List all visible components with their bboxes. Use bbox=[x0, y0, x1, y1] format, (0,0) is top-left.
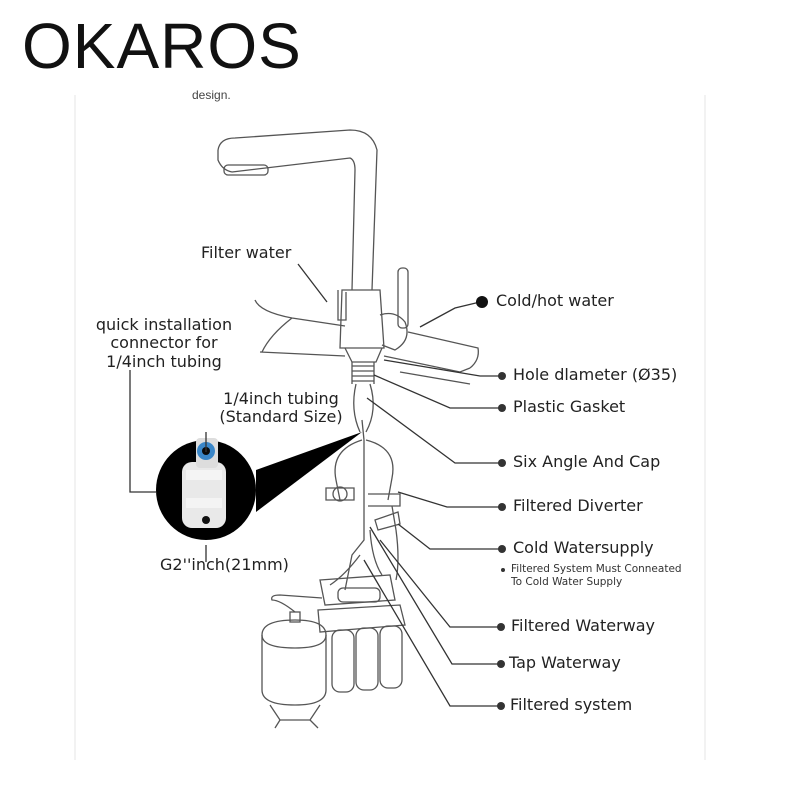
filtered-diverter-label: Filtered Diverter bbox=[513, 496, 643, 515]
bullet-dot bbox=[497, 660, 505, 668]
bullet-dot bbox=[498, 503, 506, 511]
bullet-dot bbox=[497, 623, 505, 631]
cold-supply-note: Filtered System Must Conneated To Cold W… bbox=[511, 563, 682, 588]
tap-waterway-label: Tap Waterway bbox=[509, 653, 621, 672]
connector-photo bbox=[156, 432, 362, 540]
bullet-dot bbox=[498, 404, 506, 412]
brand-tagline: design. bbox=[192, 88, 231, 102]
quick-connector-label: quick installation connector for 1/4inch… bbox=[95, 315, 233, 371]
bullet-dot bbox=[498, 372, 506, 380]
hole-diameter-label: Hole dlameter (Ø35) bbox=[513, 365, 678, 384]
note-bullet-dot bbox=[501, 568, 505, 572]
brand-logo: OKAROS bbox=[22, 10, 302, 82]
plastic-gasket-label: Plastic Gasket bbox=[513, 397, 626, 416]
six-angle-label: Six Angle And Cap bbox=[513, 452, 661, 471]
filtered-system-label: Filtered system bbox=[510, 695, 633, 714]
faucet-drawing bbox=[217, 129, 479, 729]
bullet-dot bbox=[497, 702, 505, 710]
cold-hot-water-label: Cold/hot water bbox=[496, 291, 614, 310]
bullet-dot bbox=[498, 459, 506, 467]
bullet-dot bbox=[476, 296, 488, 308]
filter-water-label: Filter water bbox=[201, 243, 292, 262]
cold-watersupply-label: Cold Watersupply bbox=[513, 538, 654, 557]
page-frame bbox=[74, 95, 706, 760]
tubing-label: 1/4inch tubing (Standard Size) bbox=[219, 389, 343, 427]
g2-inch-label: G2''inch(21mm) bbox=[160, 555, 289, 574]
filtered-waterway-label: Filtered Waterway bbox=[511, 616, 656, 635]
bullet-dot bbox=[498, 545, 506, 553]
leader-lines bbox=[129, 263, 500, 707]
